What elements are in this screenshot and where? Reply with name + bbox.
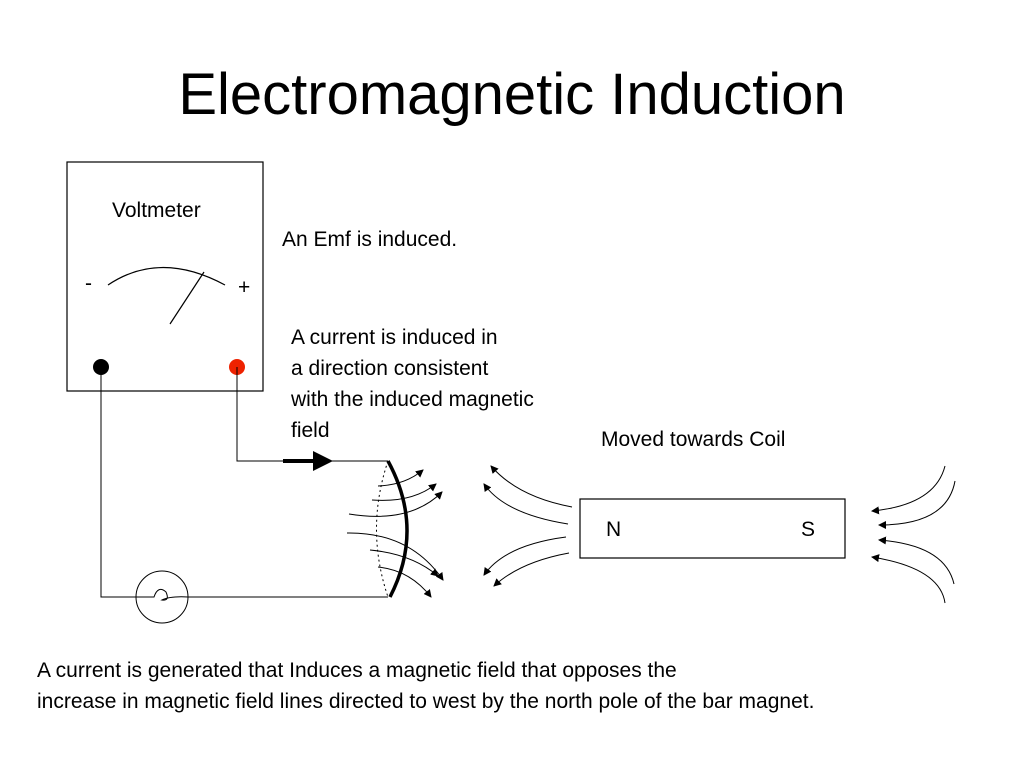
voltmeter-minus-label: -: [85, 272, 92, 295]
coil-induced-field-lines: [346, 469, 444, 598]
voltmeter-needle: [169, 271, 205, 325]
current-annotation-line: field: [291, 419, 330, 442]
caption-line: increase in magnetic field lines directe…: [37, 690, 815, 713]
coil-back-edge: [376, 460, 389, 598]
current-annotation-line: A current is induced in: [291, 326, 498, 349]
current-annotation-line: with the induced magnetic: [291, 388, 534, 411]
bar-magnet: [579, 498, 846, 559]
coil-front-edge: [386, 460, 409, 598]
voltmeter-label: Voltmeter: [112, 199, 201, 222]
caption-line: A current is generated that Induces a ma…: [37, 659, 677, 682]
north-pole-label: N: [606, 518, 622, 541]
current-annotation-line: a direction consistent: [291, 357, 489, 380]
north-pole-field-lines: [483, 465, 573, 587]
wire-negative: [100, 367, 388, 598]
south-pole-field-lines: [871, 465, 956, 604]
wire-positive: [236, 367, 388, 462]
slide-title: Electromagnetic Induction: [178, 62, 846, 127]
current-annotation: A current is induced in a direction cons…: [291, 322, 534, 446]
current-arrowhead: [313, 451, 333, 471]
galvanometer-filament: [136, 588, 189, 601]
voltmeter-plus-label: +: [238, 276, 251, 299]
motion-annotation: Moved towards Coil: [601, 428, 786, 451]
caption: A current is generated that Induces a ma…: [37, 655, 814, 717]
emf-annotation: An Emf is induced.: [282, 228, 458, 251]
voltmeter-dial-arc: [107, 266, 226, 286]
voltmeter-box: [66, 161, 264, 392]
south-pole-label: S: [801, 518, 816, 541]
